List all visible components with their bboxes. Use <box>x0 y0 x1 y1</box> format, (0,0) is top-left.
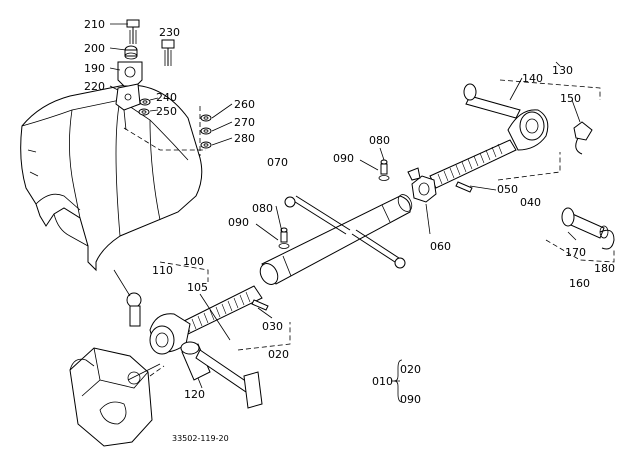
part-label-040: 040 <box>520 196 541 209</box>
part-label-120: 120 <box>184 388 205 401</box>
part-label-110: 110 <box>152 264 173 277</box>
part-label-070: 070 <box>267 156 288 169</box>
part-label-180: 180 <box>594 262 615 275</box>
part-label-020-assembly: 020 <box>268 348 289 361</box>
hitch-bracket <box>69 347 161 447</box>
collar-200 <box>124 45 138 60</box>
handle-bar-lower <box>351 229 406 269</box>
bolt-210 <box>126 19 140 44</box>
part-label-080-lower: 080 <box>252 202 273 215</box>
grease-fitting-080-lower <box>278 227 290 249</box>
washers-260-280 <box>200 114 212 149</box>
rod-end-020 <box>149 285 263 355</box>
part-label-200: 200 <box>84 42 105 55</box>
part-label-060: 060 <box>430 240 451 253</box>
part-label-270: 270 <box>234 116 255 129</box>
tractor-housing <box>20 84 203 272</box>
part-label-080-upper: 080 <box>369 134 390 147</box>
washers-240-250 <box>138 98 151 116</box>
part-label-090-upper: 090 <box>333 152 354 165</box>
pin-180 <box>599 229 615 250</box>
pin-170 <box>561 207 609 239</box>
pin-105 <box>195 349 263 409</box>
pin-120 <box>180 341 211 381</box>
part-label-210: 210 <box>84 18 105 31</box>
part-label-100: 100 <box>183 255 204 268</box>
assembly-key-brace <box>391 359 403 403</box>
part-label-160: 160 <box>569 277 590 290</box>
clamp-190 <box>117 61 143 87</box>
assembly-key-child-1: 020 <box>400 363 421 376</box>
assembly-key-parent: 010 <box>372 375 393 388</box>
part-label-150: 150 <box>560 92 581 105</box>
part-label-260: 260 <box>234 98 255 111</box>
pin-140 <box>463 83 521 119</box>
part-label-220: 220 <box>84 80 105 93</box>
grease-fitting-080-upper <box>378 159 390 181</box>
bolt-230 <box>161 39 175 66</box>
pin-110 <box>126 292 142 327</box>
part-label-240: 240 <box>156 91 177 104</box>
rod-end-040 <box>429 109 549 189</box>
part-label-050: 050 <box>497 183 518 196</box>
handle-bar-upper <box>284 195 351 235</box>
part-label-170: 170 <box>565 246 586 259</box>
part-label-280: 280 <box>234 132 255 145</box>
bracket-220 <box>115 83 141 131</box>
part-label-190: 190 <box>84 62 105 75</box>
figure-number: 33502-119-20 <box>172 434 229 443</box>
leader-lines <box>109 23 581 389</box>
turnbuckle-tube-070 <box>259 194 413 285</box>
spring-pin-030 <box>251 299 269 311</box>
part-label-140: 140 <box>522 72 543 85</box>
part-label-105: 105 <box>187 281 208 294</box>
part-label-130: 130 <box>552 64 573 77</box>
lynch-pin-150 <box>573 121 593 155</box>
spring-pin-050 <box>455 181 473 193</box>
part-label-030: 030 <box>262 320 283 333</box>
part-label-250: 250 <box>156 105 177 118</box>
assembly-key-child-2: 090 <box>400 393 421 406</box>
part-label-230: 230 <box>159 26 180 39</box>
locknut-060 <box>407 167 437 203</box>
part-labels: 210 230 200 190 220 240 250 260 270 280 … <box>84 18 615 443</box>
part-label-090-lower: 090 <box>228 216 249 229</box>
